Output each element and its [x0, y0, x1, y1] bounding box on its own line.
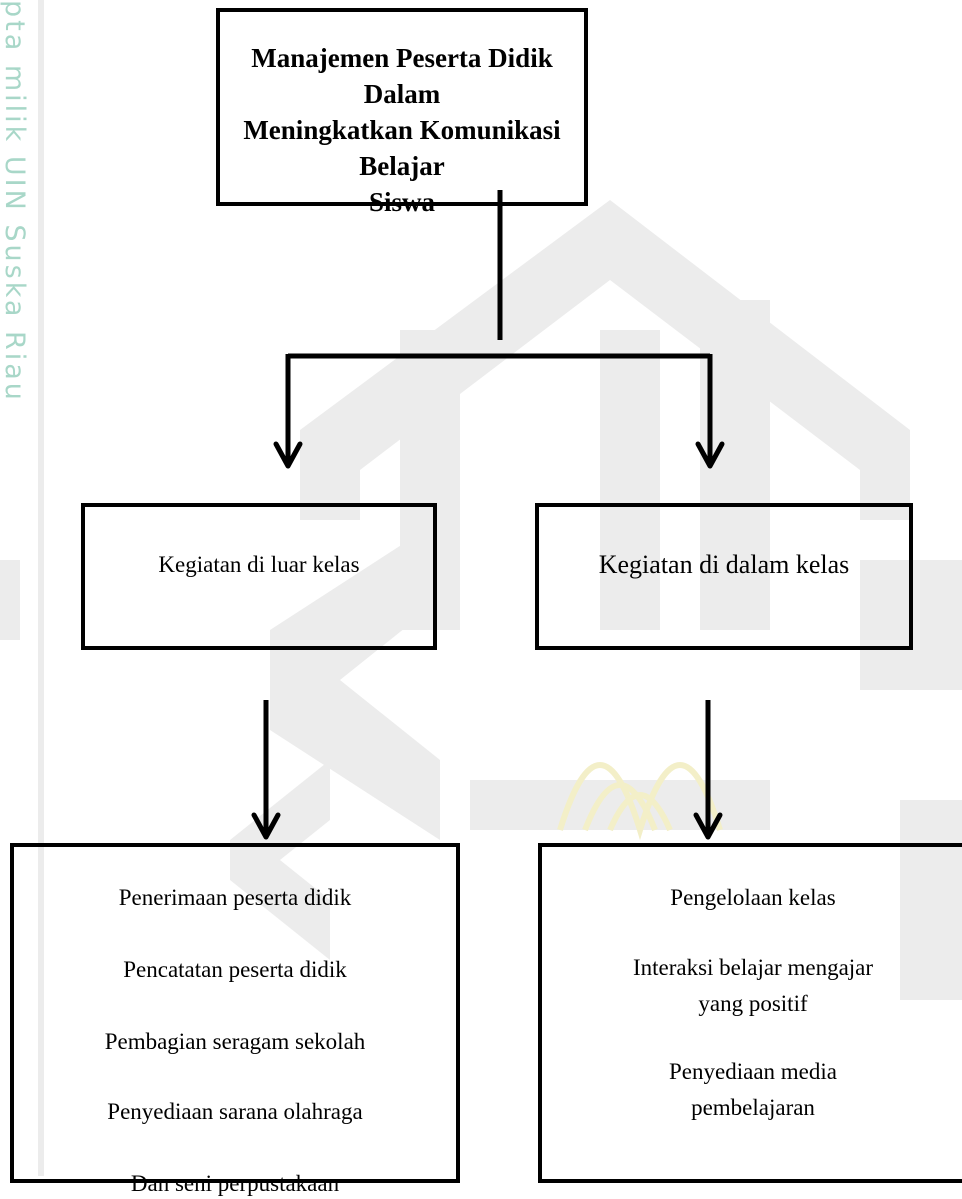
activity-item-line: Penyediaan media	[669, 1059, 837, 1084]
activity-item-line: pembelajaran	[691, 1095, 815, 1120]
inside-class-label: Kegiatan di dalam kelas	[598, 549, 850, 579]
title-line-3: Siswa	[368, 187, 436, 217]
outside-class-activities-box: Penerimaan peserta didik Pencatatan pese…	[10, 843, 460, 1196]
title-line-2: Meningkatkan Komunikasi Belajar	[243, 115, 561, 181]
activity-item: Dan seni perpustakaan	[130, 1171, 340, 1196]
side-watermark-label: pta milik UIN Suska Riau	[0, 0, 30, 403]
outside-class-label: Kegiatan di luar kelas	[158, 551, 360, 577]
activity-item-line: yang positif	[698, 991, 808, 1016]
activity-item: Penerimaan peserta didik	[118, 885, 352, 910]
title-text: Manajemen Peserta Didik Dalam Meningkatk…	[232, 40, 572, 220]
activity-item: Pembagian seragam sekolah	[104, 1029, 366, 1054]
inside-class-box: Kegiatan di dalam kelas	[535, 503, 913, 650]
activity-item: Pencatatan peserta didik	[123, 957, 347, 982]
activity-item: Penyediaan sarana olahraga	[107, 1099, 363, 1124]
activity-item: Pengelolaan kelas	[670, 885, 836, 910]
outside-class-box: Kegiatan di luar kelas	[81, 503, 437, 650]
title-line-1: Manajemen Peserta Didik Dalam	[251, 43, 553, 109]
side-watermark-text: pta milik UIN Suska Riau	[0, 0, 30, 403]
title-box: Manajemen Peserta Didik Dalam Meningkatk…	[216, 8, 588, 217]
activity-item-line: Interaksi belajar mengajar	[632, 955, 874, 980]
inside-class-activities-box: Pengelolaan kelas Interaksi belajar meng…	[538, 843, 962, 1183]
